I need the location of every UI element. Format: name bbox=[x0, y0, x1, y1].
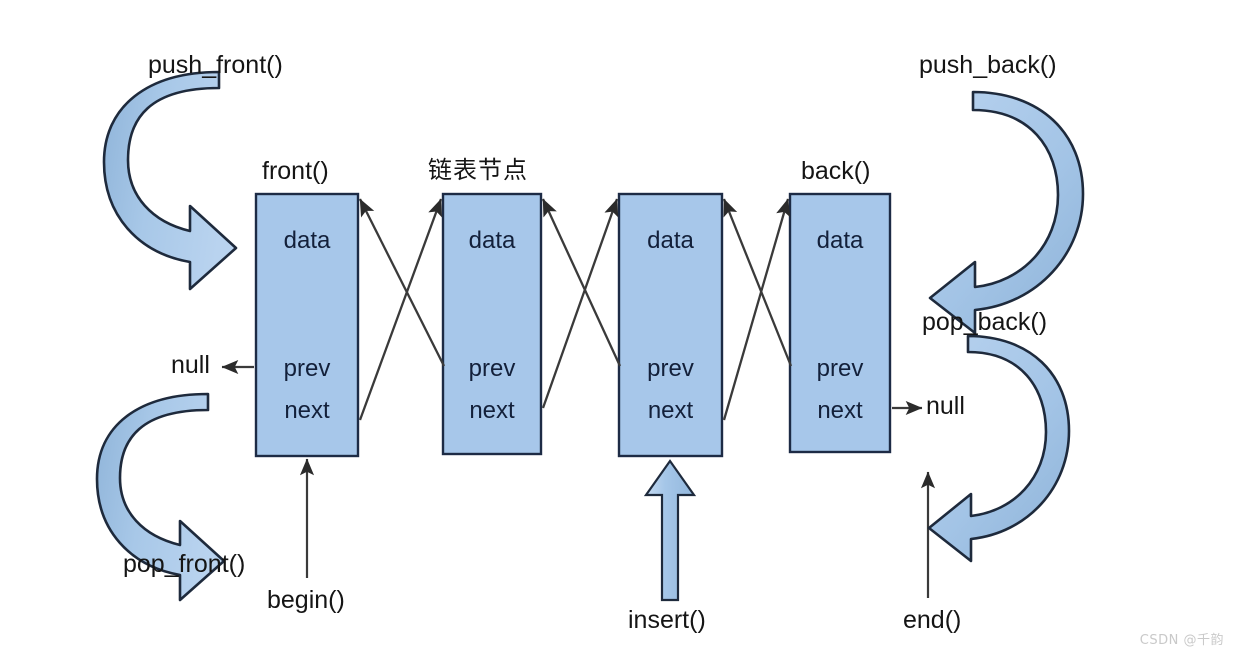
node-3-field-prev: prev bbox=[647, 355, 694, 382]
node-3-field-data: data bbox=[647, 227, 694, 254]
node-box-4 bbox=[788, 192, 892, 454]
label-back-caption: back() bbox=[801, 157, 871, 185]
node-1-field-next: next bbox=[284, 397, 330, 424]
insert-block-arrow bbox=[643, 459, 697, 602]
label-null-left: null bbox=[171, 351, 210, 379]
label-pop-back: pop_back() bbox=[922, 308, 1048, 336]
node-2-field-data: data bbox=[468, 227, 516, 254]
node-4-field-next: next bbox=[817, 397, 863, 424]
push-front-curved-arrow bbox=[102, 70, 238, 291]
pointer-link-3-4 bbox=[722, 198, 793, 421]
label-null-right: null bbox=[926, 392, 965, 420]
pointer-link-2-3 bbox=[541, 198, 622, 409]
node-2-field-next: next bbox=[469, 397, 515, 424]
pop-back-curved-arrow bbox=[927, 334, 1071, 563]
label-front-caption: front() bbox=[262, 157, 329, 185]
node-4-field-prev: prev bbox=[816, 355, 864, 382]
pop-front-curved-arrow bbox=[95, 392, 226, 602]
pointer-link-1-2 bbox=[358, 198, 446, 421]
label-begin: begin() bbox=[267, 586, 345, 614]
node-1-field-prev: prev bbox=[283, 355, 331, 382]
node-box-1 bbox=[254, 192, 360, 458]
node-box-2 bbox=[441, 192, 543, 456]
label-pop-front: pop_front() bbox=[123, 550, 246, 578]
label-end: end() bbox=[903, 606, 962, 634]
node-1-field-data: data bbox=[283, 227, 331, 254]
node-2-field-prev: prev bbox=[468, 355, 516, 382]
watermark: CSDN @千韵 bbox=[1139, 633, 1224, 648]
label-push-front: push_front() bbox=[148, 51, 283, 79]
label-node-title-cn: 链表节点 bbox=[428, 156, 528, 184]
node-4-field-data: data bbox=[816, 227, 864, 254]
node-box-3 bbox=[617, 192, 724, 458]
label-push-back: push_back() bbox=[919, 51, 1057, 79]
node-3-field-next: next bbox=[647, 397, 694, 424]
push-back-curved-arrow bbox=[928, 90, 1085, 335]
label-insert: insert() bbox=[628, 606, 706, 634]
